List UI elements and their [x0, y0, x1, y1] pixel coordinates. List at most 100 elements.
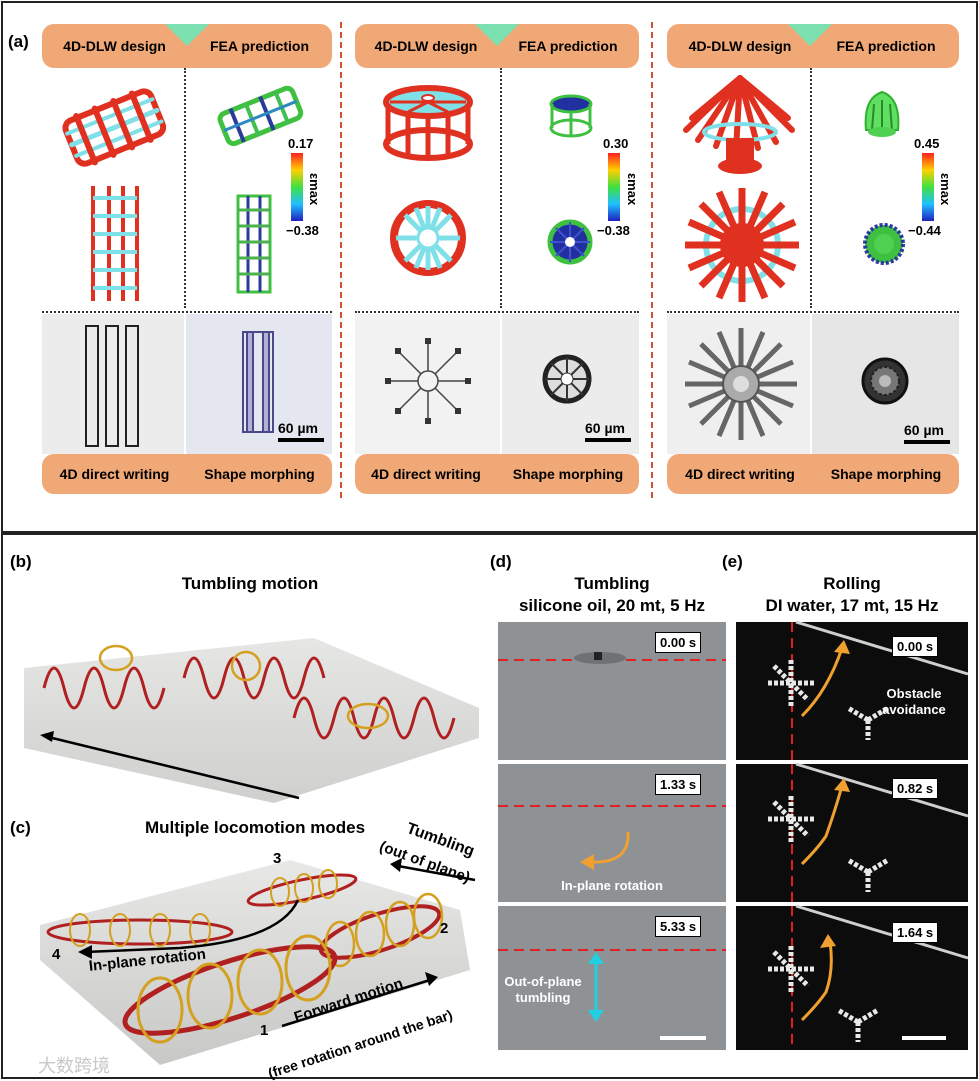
- particle-tripod: [846, 705, 890, 740]
- timestamp: 0.82 s: [892, 778, 939, 799]
- panel-b-label: (b): [10, 552, 32, 571]
- photo-shape-morphing: 60 µm: [502, 314, 639, 454]
- header-design: 4D-DLW design: [374, 38, 478, 54]
- particle-tripod: [836, 1007, 880, 1042]
- colorbar-symbol: εmax: [625, 173, 640, 206]
- reference-line: [498, 805, 726, 807]
- reference-line: [498, 949, 726, 951]
- column-footer-pill: 4D direct writing Shape morphing: [42, 454, 332, 494]
- scale-bar: [278, 438, 324, 442]
- obstacle-label-2: avoidance: [882, 702, 946, 717]
- column-separator: [651, 22, 653, 498]
- scale-bar: [904, 440, 950, 444]
- colorbar: [608, 153, 620, 221]
- morphed-cone: [861, 357, 909, 405]
- fea-cone-iso: [864, 90, 900, 137]
- design-cylinder-iso: [62, 88, 167, 167]
- header-fea: FEA prediction: [518, 38, 618, 54]
- photo-direct-writing: [42, 314, 184, 454]
- panel-c-title: Multiple locomotion modes: [144, 818, 366, 837]
- panel-d-label: (d): [490, 552, 512, 571]
- column-footer-pill: 4D direct writing Shape morphing: [355, 454, 639, 494]
- colorbar-max: 0.17: [288, 136, 314, 151]
- colorbar-min: −0.38: [597, 223, 630, 238]
- header-fea: FEA prediction: [209, 38, 310, 54]
- panel-b-title: Tumbling motion: [181, 574, 319, 593]
- photo-direct-writing: [667, 314, 810, 454]
- rolling-path-arrow: [800, 640, 850, 718]
- tumbling-frame-1: 0.00 s: [498, 622, 726, 760]
- colorbar: [922, 153, 934, 221]
- row-divider: [355, 311, 639, 313]
- panel-b-scene: [24, 638, 479, 803]
- accent-triangle: [788, 24, 832, 46]
- out-of-plane-label-2: tumbling: [515, 990, 571, 1005]
- cell-divider: [500, 68, 502, 308]
- accent-triangle: [165, 24, 209, 46]
- watermark: 大数跨境: [38, 1056, 110, 1077]
- printed-cone: [685, 328, 797, 440]
- cell-divider: [184, 68, 186, 308]
- design-cone-top: [685, 188, 799, 302]
- label-num-2: 2: [440, 920, 449, 937]
- obstacle-wall: [795, 762, 969, 818]
- footer-shape-morphing: Shape morphing: [830, 466, 942, 482]
- colorbar-max: 0.45: [914, 136, 940, 151]
- colorbar-max: 0.30: [603, 136, 629, 151]
- morphed-drum: [542, 354, 592, 404]
- scale-bar-label: 60 µm: [904, 422, 944, 438]
- row-divider: [667, 311, 959, 313]
- in-plane-label: In-plane rotation: [561, 878, 663, 893]
- timestamp: 0.00 s: [655, 632, 702, 653]
- tumbling-frame-3: 5.33 s Out-of-plane tumbling: [498, 906, 726, 1050]
- header-design: 4D-DLW design: [63, 38, 166, 54]
- scale-bar-label: 60 µm: [278, 420, 318, 436]
- printed-drum: [385, 338, 471, 424]
- fea-cylinder-top: [236, 194, 272, 294]
- scale-bar: [585, 438, 631, 442]
- panel-a-label: (a): [8, 32, 29, 51]
- photo-shape-morphing: 60 µm: [186, 314, 332, 454]
- header-design: 4D-DLW design: [688, 38, 792, 54]
- colorbar-symbol: εmax: [938, 173, 953, 206]
- particle-star: [768, 796, 814, 842]
- particle-tripod: [846, 857, 890, 892]
- fea-cone-top: [863, 223, 905, 265]
- colorbar: [291, 153, 303, 221]
- design-cylinder-top: [91, 186, 139, 301]
- out-of-plane-label-1: Out-of-plane: [504, 974, 582, 989]
- in-plane-arrow: [580, 831, 630, 870]
- panel-d-subtitle: silicone oil, 20 mt, 5 Hz: [518, 596, 706, 615]
- tumbling-frame-2: 1.33 s In-plane rotation: [498, 764, 726, 902]
- morphed-cylinder: [242, 331, 274, 433]
- photo-direct-writing: [355, 314, 500, 454]
- cell-divider: [810, 68, 812, 308]
- design-cone-iso: [683, 75, 795, 174]
- design-drum-iso: [383, 85, 473, 161]
- fea-drum-top: [547, 219, 593, 265]
- column-footer-pill: 4D direct writing Shape morphing: [667, 454, 959, 494]
- panel-d-title: Tumbling: [574, 574, 650, 593]
- label-num-4: 4: [52, 946, 61, 963]
- label-num-1: 1: [260, 1022, 269, 1039]
- footer-direct-writing: 4D direct writing: [685, 466, 795, 482]
- photo-shape-morphing: 60 µm: [812, 314, 959, 454]
- timestamp: 0.00 s: [892, 636, 939, 657]
- panel-e-title: Rolling: [823, 574, 881, 593]
- footer-direct-writing: 4D direct writing: [59, 466, 170, 482]
- colorbar-min: −0.38: [286, 223, 319, 238]
- timestamp: 1.33 s: [655, 774, 702, 795]
- rolling-frame-2: 0.82 s: [736, 762, 969, 902]
- scale-bar: [660, 1036, 706, 1040]
- panel-c-label: (c): [10, 818, 31, 837]
- fea-drum-iso: [549, 94, 593, 138]
- timestamp: 5.33 s: [655, 916, 702, 937]
- scale-bar: [902, 1036, 946, 1040]
- accent-triangle: [475, 24, 519, 46]
- design-drum-top: [390, 200, 466, 276]
- rolling-path-arrow: [800, 934, 836, 1022]
- footer-shape-morphing: Shape morphing: [204, 466, 315, 482]
- rolling-path-arrow: [800, 778, 850, 866]
- out-of-plane-arrow: [588, 952, 604, 1022]
- printed-cylinder: [85, 325, 139, 447]
